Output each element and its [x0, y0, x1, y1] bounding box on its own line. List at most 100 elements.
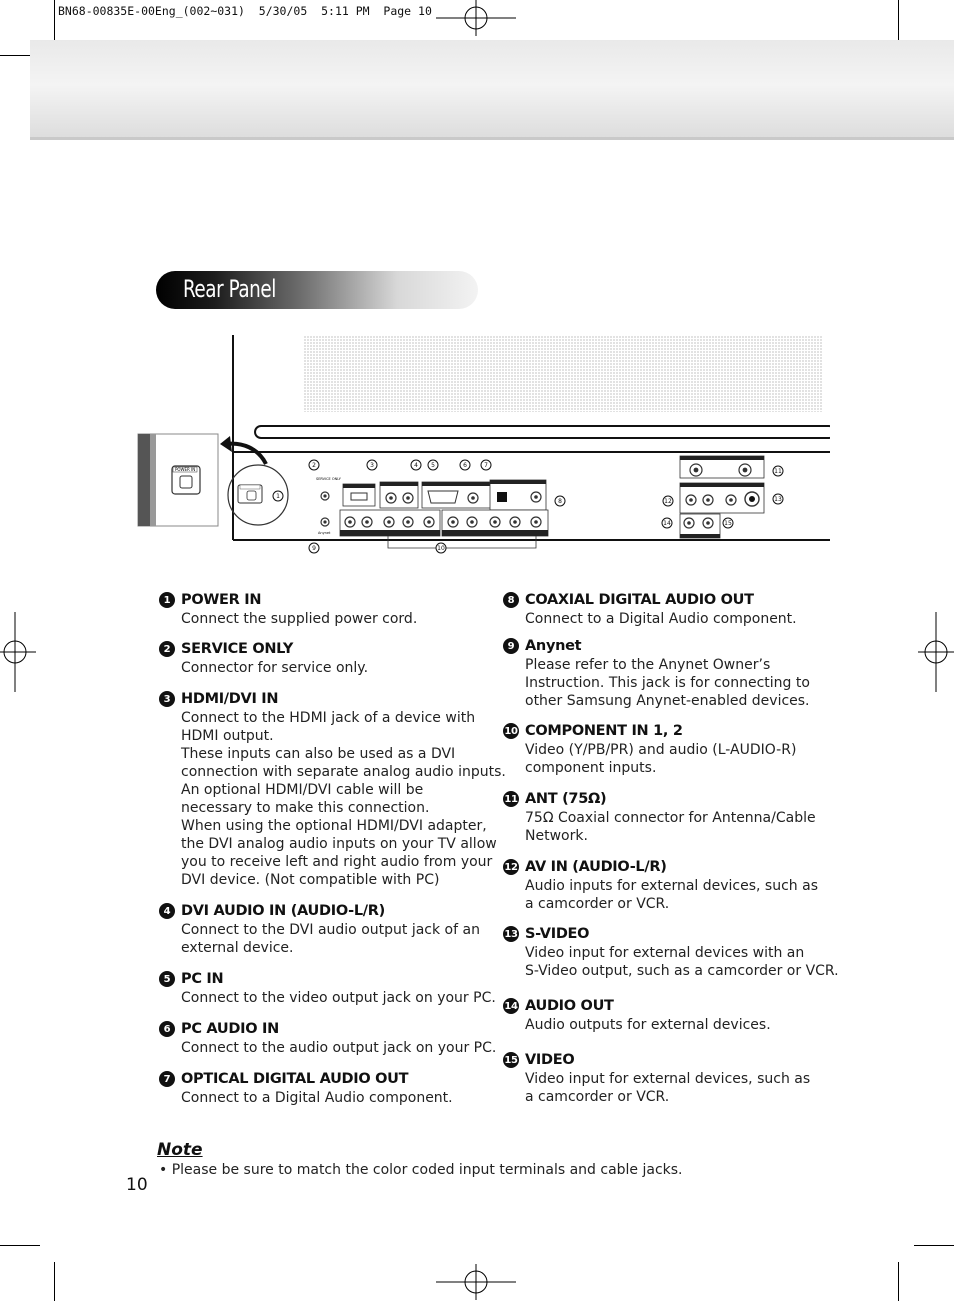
svg-text:4: 4	[414, 462, 418, 469]
print-slug: BN68-00835E-00Eng_(002~031) 5/30/05 5:11…	[58, 4, 432, 18]
legend-item: 15 VIDEO Video input for external devices,…	[503, 1052, 855, 1106]
callout-number: 5	[159, 971, 175, 987]
legend-item-title: 1 POWER IN	[159, 592, 511, 608]
crop-mark	[898, 1262, 899, 1301]
legend-item-description: Connect to the video output jack on your…	[181, 990, 496, 1006]
callout-number: 6	[159, 1021, 175, 1037]
legend-item-label: OPTICAL DIGITAL AUDIO OUT	[181, 1071, 409, 1087]
legend-item: 3 HDMI/DVI IN Connect to the HDMI jack of …	[159, 691, 511, 889]
crop-mark	[54, 1262, 55, 1301]
callout-number: 12	[503, 859, 519, 875]
legend-item-description: Connect the supplied power cord.	[181, 611, 418, 627]
callout-number: 7	[159, 1071, 175, 1087]
legend-item-label: PC IN	[181, 971, 224, 987]
legend-item-title: 2 SERVICE ONLY	[159, 641, 511, 657]
legend-item-label: COAXIAL DIGITAL AUDIO OUT	[525, 592, 754, 608]
callout-number: 11	[503, 791, 519, 807]
legend-item-title: 5 PC IN	[159, 971, 511, 987]
legend-item: 6 PC AUDIO IN Connect to the audio output …	[159, 1021, 511, 1057]
svg-text:2: 2	[312, 462, 316, 469]
legend-item-title: 3 HDMI/DVI IN	[159, 691, 511, 707]
callout-number: 1	[159, 592, 175, 608]
legend-item-label: VIDEO	[525, 1052, 575, 1068]
rear-panel-diagram: POWER IN SERVICE ONLY Anynet	[137, 335, 830, 554]
legend-item-label: Anynet	[525, 638, 582, 654]
legend-item-title: 15 VIDEO	[503, 1052, 855, 1068]
crop-mark	[898, 0, 899, 40]
callout-number: 8	[503, 592, 519, 608]
legend-item-description: Connector for service only.	[181, 660, 369, 676]
crop-mark	[54, 0, 55, 40]
note-title: Note	[157, 1140, 203, 1160]
legend-item-label: DVI AUDIO IN (AUDIO-L/R)	[181, 903, 385, 919]
legend-item-description: Video (Y/PB/PR) and audio (L-AUDIO-R) co…	[525, 742, 797, 776]
svg-text:SERVICE ONLY: SERVICE ONLY	[316, 477, 342, 481]
crop-mark	[914, 1245, 954, 1246]
svg-text:Anynet: Anynet	[318, 531, 331, 535]
legend-item-description: Audio inputs for external devices, such …	[525, 878, 818, 912]
legend-item-description: Connect to a Digital Audio component.	[181, 1090, 453, 1106]
registration-mark	[436, 0, 516, 36]
legend-item-title: 6 PC AUDIO IN	[159, 1021, 511, 1037]
svg-text:12: 12	[664, 498, 672, 505]
legend-item-description: Connect to the audio output jack on your…	[181, 1040, 497, 1056]
note-text: • Please be sure to match the color code…	[159, 1162, 683, 1178]
registration-mark	[0, 612, 36, 692]
legend-item-description: Connect to the HDMI jack of a device wit…	[181, 710, 506, 888]
legend-item-description: 75Ω Coaxial connector for Antenna/Cable …	[525, 810, 816, 844]
legend-item-label: POWER IN	[181, 592, 262, 608]
legend-item-label: AUDIO OUT	[525, 998, 614, 1014]
legend-item-title: 12 AV IN (AUDIO-L/R)	[503, 859, 855, 875]
legend-item: 5 PC IN Connect to the video output jack o…	[159, 971, 511, 1007]
diagram-callouts	[272, 459, 784, 554]
svg-text:POWER IN: POWER IN	[175, 467, 195, 472]
legend-item: 10 COMPONENT IN 1, 2 Video (Y/PB/PR) and a…	[503, 723, 855, 777]
legend-item-label: S-VIDEO	[525, 926, 590, 942]
legend-item-description: Please refer to the Anynet Owner’s Instr…	[525, 657, 810, 709]
crop-mark	[0, 1245, 40, 1246]
speaker-grille	[304, 335, 822, 412]
legend-item-label: HDMI/DVI IN	[181, 691, 279, 707]
legend-item-label: PC AUDIO IN	[181, 1021, 279, 1037]
header-band	[30, 40, 954, 140]
legend-item-label: AV IN (AUDIO-L/R)	[525, 859, 667, 875]
callout-number: 10	[503, 723, 519, 739]
legend-item: 1 POWER IN Connect the supplied power cord…	[159, 592, 511, 628]
legend-item-description: Connect to a Digital Audio component.	[525, 611, 797, 627]
legend-item-label: COMPONENT IN 1, 2	[525, 723, 683, 739]
legend-item-description: Audio outputs for external devices.	[525, 1017, 771, 1033]
svg-text:1: 1	[276, 493, 280, 500]
svg-text:6: 6	[463, 462, 467, 469]
svg-text:5: 5	[431, 462, 435, 469]
callout-number: 15	[503, 1052, 519, 1068]
page-number: 10	[126, 1175, 148, 1195]
svg-text:11: 11	[774, 468, 782, 475]
legend-item-description: Video input for external devices with an…	[525, 945, 839, 979]
section-title: Rear Panel	[183, 275, 276, 303]
svg-text:14: 14	[663, 520, 671, 527]
svg-text:7: 7	[484, 462, 488, 469]
legend-item-title: 7 OPTICAL DIGITAL AUDIO OUT	[159, 1071, 511, 1087]
legend-item-label: SERVICE ONLY	[181, 641, 294, 657]
legend-item: 7 OPTICAL DIGITAL AUDIO OUT Connect to a D…	[159, 1071, 511, 1107]
svg-text:10: 10	[437, 545, 445, 552]
svg-text:13: 13	[774, 496, 782, 503]
callout-number: 2	[159, 641, 175, 657]
svg-text:9: 9	[312, 545, 316, 552]
crop-mark	[0, 55, 40, 56]
legend-item-title: 10 COMPONENT IN 1, 2	[503, 723, 855, 739]
section-title-pill	[156, 271, 478, 309]
callout-number: 3	[159, 691, 175, 707]
registration-mark	[436, 1264, 516, 1300]
legend-item: 2 SERVICE ONLY Connector for service only.	[159, 641, 511, 677]
svg-text:8: 8	[558, 498, 562, 505]
legend-item-description: Video input for external devices, such a…	[525, 1071, 811, 1105]
legend-item-title: 8 COAXIAL DIGITAL AUDIO OUT	[503, 592, 855, 608]
legend-item: 12 AV IN (AUDIO-L/R) Audio inputs for exte…	[503, 859, 855, 913]
